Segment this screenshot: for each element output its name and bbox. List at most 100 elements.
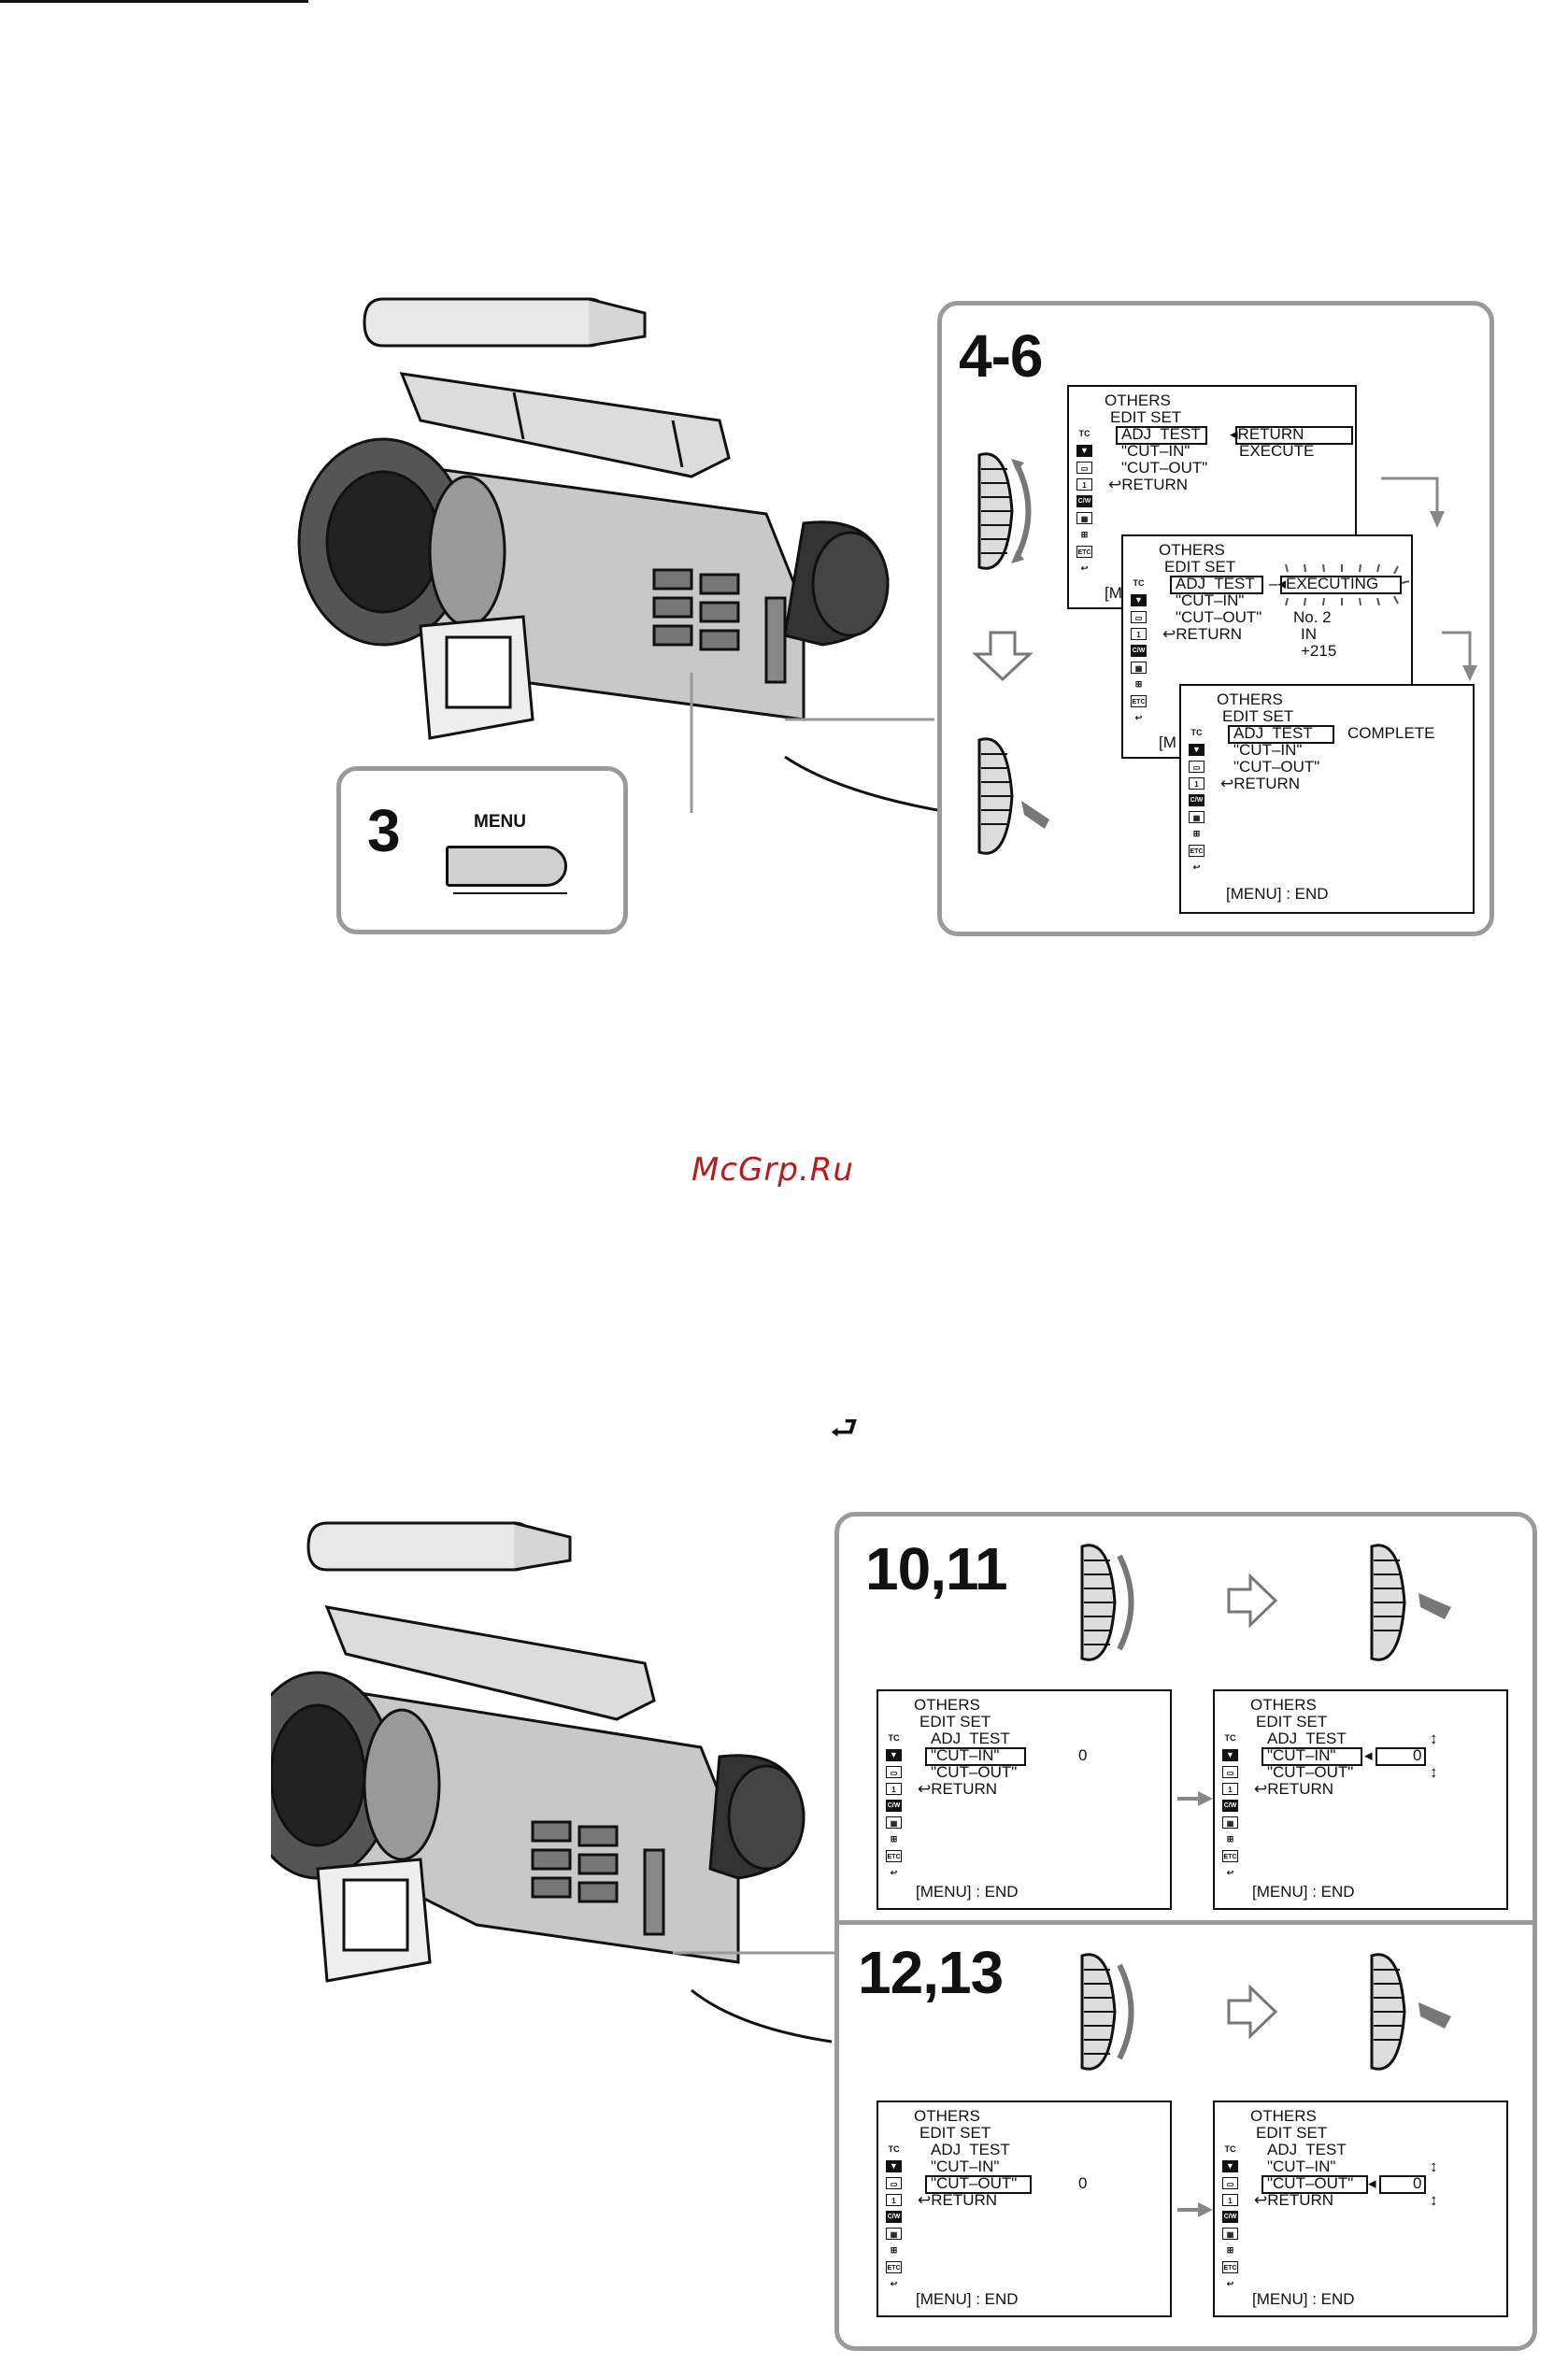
camera-icon: ▼ [886,2160,902,2172]
menu-item-return: ↩RETURN [1162,625,1243,643]
menu-button[interactable] [446,846,567,887]
menu-item-cut-in: "CUT–IN" [1233,741,1303,759]
value-readout: 0 [1078,1746,1088,1764]
memory-icon: 1 [1222,2194,1238,2206]
lcd-icon: ▦ [1222,1816,1238,1829]
return-icon: ↩ [1080,563,1089,573]
return-icon: ↩ [1192,862,1201,872]
selection-box [1262,2175,1368,2194]
header-rule [0,0,308,3]
menu-item-return: ↩RETURN [1220,775,1301,792]
etc-icon: ETC [886,2261,902,2273]
screen-subtitle: EDIT SET [1222,707,1294,725]
control-dial-rotate-icon [977,452,1032,570]
tape-icon: ▭ [1222,1766,1238,1778]
others-icon: ⊞ [1080,530,1089,539]
value-box [1379,2175,1426,2194]
tc-icon: TC [888,1733,900,1743]
selection-box [1228,725,1334,744]
menu-screen-cut-in-2: OTHERS EDIT SET ADJ TEST "CUT–IN" "CUT–O… [1213,1689,1508,1910]
camera-icon: ▼ [1222,1749,1238,1761]
etc-icon: ETC [1131,695,1147,707]
cw-icon: C/W [886,1800,902,1812]
etc-icon: ETC [1189,845,1205,857]
info-offset: +215 [1301,642,1337,660]
camera-icon: ▼ [1076,445,1092,457]
memory-icon: 1 [1189,777,1205,790]
return-icon: ↩ [890,1868,898,1877]
camera-icon: ▼ [1222,2160,1238,2172]
value-readout: 0 [1078,2174,1088,2192]
value-pointer: ◂ [1368,2174,1376,2192]
selection-box [1262,1747,1362,1766]
right-arrow-icon [1227,1573,1278,1629]
screen-footer: [MENU] : END [916,2290,1019,2308]
menu-item-cut-in: "CUT–IN" [1267,2158,1336,2175]
etc-icon: ETC [1222,1850,1238,1862]
tape-icon: ▭ [1189,761,1205,773]
return-icon: ↩ [1226,1868,1234,1877]
value-readout: 0 [1413,2174,1422,2192]
option-execute: EXECUTE [1239,442,1315,460]
menu-item-cut-out: "CUT–OUT" [1267,2174,1354,2192]
menu-item-cut-in: "CUT–IN" [1121,442,1190,460]
screen-footer: [MENU] : END [1252,2290,1355,2308]
menu-item-return: ↩RETURN [918,1780,998,1798]
screen-subtitle: EDIT SET [1110,408,1182,426]
value-pointer: ◂ [1364,1746,1373,1764]
screen-title: OTHERS [1105,392,1171,409]
menu-item-adj-test: ADJ TEST [931,1730,1010,1747]
menu-button-label: MENU [474,812,526,832]
screen-title: OTHERS [1250,1696,1317,1714]
menu-item-cut-out: "CUT–OUT" [1121,459,1208,477]
screen-footer: [MENU] : END [1252,1883,1355,1901]
others-icon: ⊞ [1226,2245,1234,2255]
menu-item-adj-test: ADJ TEST [1176,575,1255,592]
selection-box [1170,576,1263,594]
screen-subtitle: EDIT SET [1164,558,1236,576]
control-dial-rotate-icon [1080,1544,1134,1661]
watermark-text: McGrp.Ru [691,1151,854,1189]
tc-icon: TC [1224,1733,1236,1743]
menu-screen-3: OTHERS EDIT SET ADJ TEST "CUT–IN" "CUT–O… [1179,684,1475,914]
menu-screen-cut-out-1: OTHERS EDIT SET ADJ TEST "CUT–IN" "CUT–O… [877,2101,1172,2317]
camera-icon: ▼ [1189,744,1205,756]
cw-icon: C/W [1189,794,1205,806]
menu-item-cut-out: "CUT–OUT" [1233,758,1320,776]
menu-button-panel: 3 MENU [336,766,628,934]
etc-icon: ETC [1076,546,1092,558]
menu-item-adj-test: ADJ TEST [1121,425,1201,443]
tape-icon: ▭ [1131,611,1147,623]
step-number-menu: 3 [367,797,401,864]
menu-item-cut-out: "CUT–OUT" [1267,1763,1354,1781]
menu-item-adj-test: ADJ TEST [1267,2141,1347,2158]
camcorder-illustration-1 [297,297,954,813]
menu-item-adj-test: ADJ TEST [1233,724,1313,742]
value-box [1376,1747,1426,1766]
screen-title: OTHERS [914,2107,980,2125]
screen-title: OTHERS [1250,2107,1317,2125]
lcd-icon: ▦ [1189,811,1205,823]
screen-subtitle: EDIT SET [1256,1713,1328,1730]
screen-footer: [MENU] : END [1226,885,1329,903]
menu-item-cut-out: "CUT–OUT" [931,2174,1018,2192]
tape-icon: ▭ [1076,462,1092,474]
cw-icon: C/W [886,2211,902,2223]
value-readout: 0 [1413,1746,1422,1764]
screen-footer: [MENU] : END [916,1883,1019,1901]
menu-item-return: ↩RETURN [918,2191,998,2209]
menu-item-cut-in: "CUT–IN" [1176,591,1245,609]
step-number-10-11: 10,11 [865,1535,1008,1602]
blink-rays [1285,563,1410,606]
menu-item-cut-in: "CUT–IN" [1267,1746,1336,1764]
menu-item-cut-out: "CUT–OUT" [931,1763,1018,1781]
selection-box [925,2175,1032,2194]
option-return: ◂RETURN [1230,425,1304,443]
screen-title: OTHERS [1159,541,1225,559]
menu-item-cut-in: "CUT–IN" [931,2158,1000,2175]
tc-icon: TC [1078,429,1090,438]
step-number-12-13: 12,13 [858,1939,1004,2006]
screen-subtitle: EDIT SET [919,2124,991,2142]
value-adjust-arrows: ↕ ↕ [1430,2158,1438,2209]
screen-title: OTHERS [914,1696,980,1714]
